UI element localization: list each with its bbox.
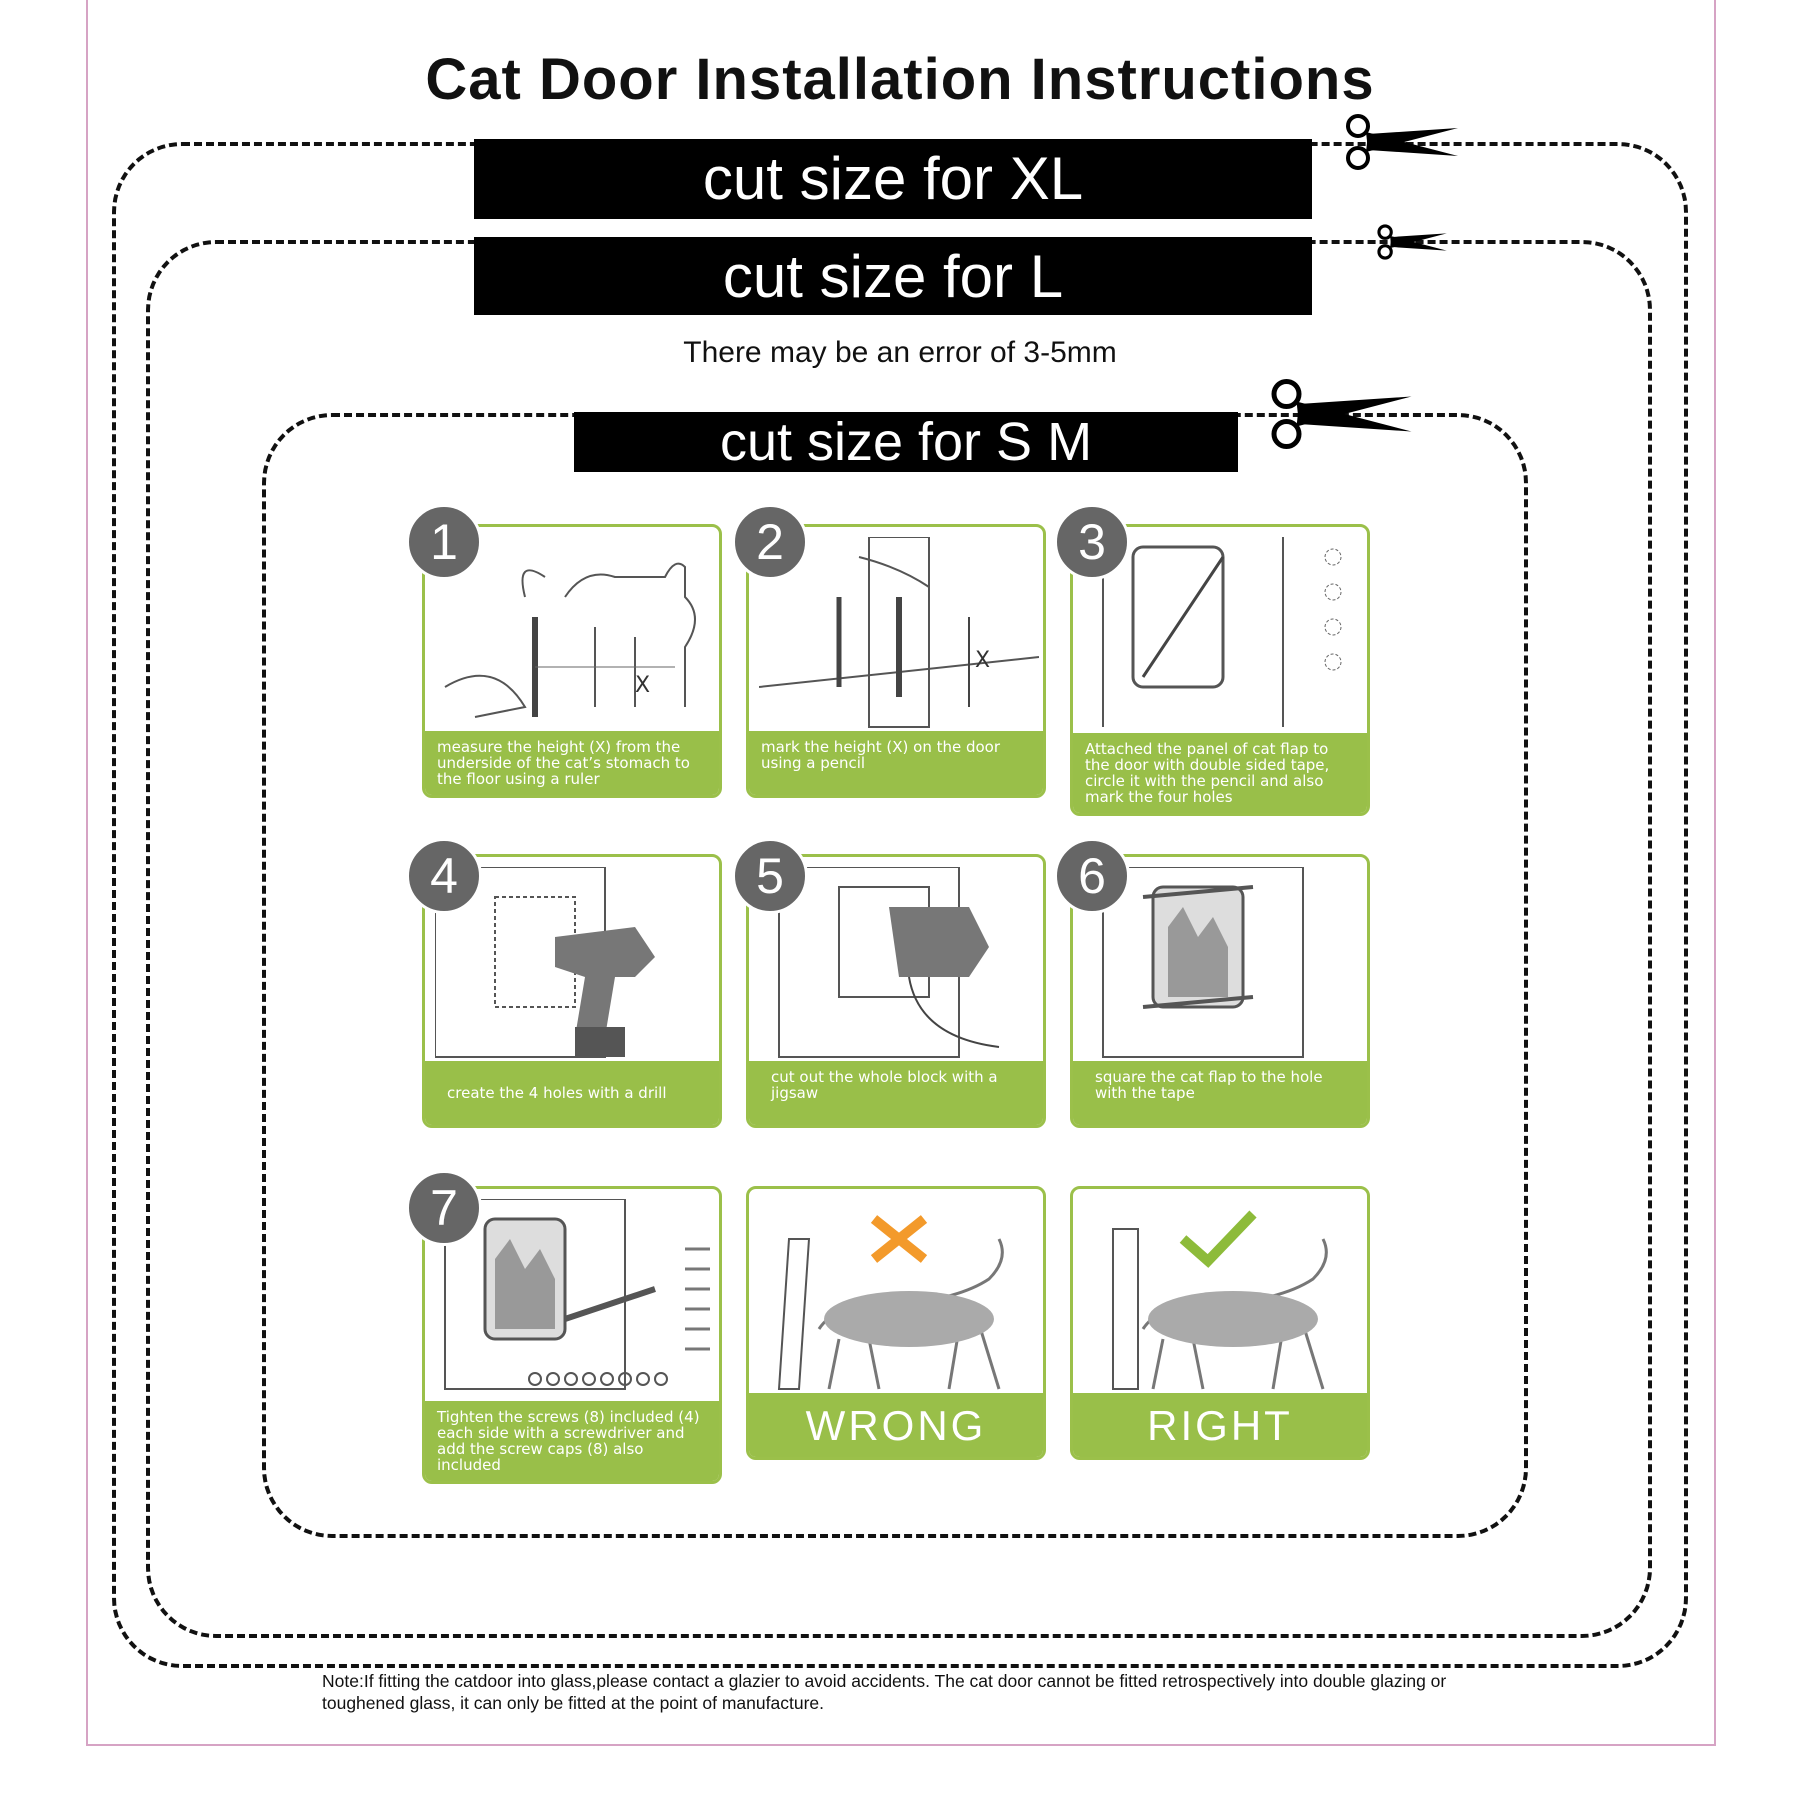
step-6-card: square the cat flap to the hole with the…	[1070, 854, 1370, 1128]
error-note: There may be an error of 3-5mm	[683, 336, 1117, 369]
tighten-screws-illustration	[444, 1199, 710, 1390]
step-5-caption: cut out the whole block with a jigsaw	[749, 1061, 1043, 1125]
step-5-badge: 5	[732, 838, 808, 914]
wrong-example-card: WRONG	[746, 1186, 1046, 1460]
step-5-card: cut out the whole block with a jigsaw	[746, 854, 1046, 1128]
step-6-badge: 6	[1054, 838, 1130, 914]
square-flap-illustration	[1102, 867, 1304, 1058]
cut-label-xl: cut size for XL	[474, 139, 1312, 219]
step-2-badge: 2	[732, 504, 808, 580]
step-3-card: Attached the panel of cat flap to the do…	[1070, 524, 1370, 816]
mark-door-illustration: X	[759, 537, 1039, 728]
step-4-badge: 4	[406, 838, 482, 914]
attach-panel-illustration	[1102, 537, 1342, 727]
page-title: Cat Door Installation Instructions	[425, 47, 1375, 112]
step-1-caption: measure the height (X) from the undersid…	[425, 731, 719, 795]
checkmark-icon	[1179, 1210, 1257, 1268]
step-3-badge: 3	[1054, 504, 1130, 580]
wrong-label: WRONG	[749, 1393, 1043, 1457]
scissors-icon	[1346, 114, 1458, 170]
scissors-icon	[1377, 224, 1447, 260]
instruction-sheet	[86, 0, 1716, 1746]
step-6-caption: square the cat flap to the hole with the…	[1073, 1061, 1367, 1125]
drill-holes-illustration	[435, 867, 655, 1058]
step-1-card: X measure the height (X) from the unders…	[422, 524, 722, 798]
jigsaw-cut-illustration	[778, 867, 1000, 1058]
step-4-caption: create the 4 holes with a drill	[425, 1061, 719, 1125]
step-7-caption: Tighten the screws (8) included (4) each…	[425, 1401, 719, 1481]
step-7-badge: 7	[406, 1170, 482, 1246]
right-label: RIGHT	[1073, 1393, 1367, 1457]
measure-cat-illustration: X	[444, 562, 696, 718]
scissors-icon	[1271, 379, 1412, 449]
step-1-badge: 1	[406, 504, 482, 580]
svg-text:X: X	[635, 673, 650, 698]
svg-text:X: X	[975, 648, 990, 673]
cross-icon	[870, 1215, 928, 1263]
wrong-install-illustration	[777, 1215, 1004, 1390]
right-install-illustration	[1112, 1210, 1328, 1390]
step-3-caption: Attached the panel of cat flap to the do…	[1073, 733, 1367, 813]
cut-label-sm: cut size for S M	[574, 412, 1238, 472]
footnote: Note:If fitting the catdoor into glass,p…	[322, 1671, 1447, 1713]
cut-label-l: cut size for L	[474, 237, 1312, 315]
step-7-card: Tighten the screws (8) included (4) each…	[422, 1186, 722, 1484]
step-2-caption: mark the height (X) on the door using a …	[749, 731, 1043, 795]
right-example-card: RIGHT	[1070, 1186, 1370, 1460]
